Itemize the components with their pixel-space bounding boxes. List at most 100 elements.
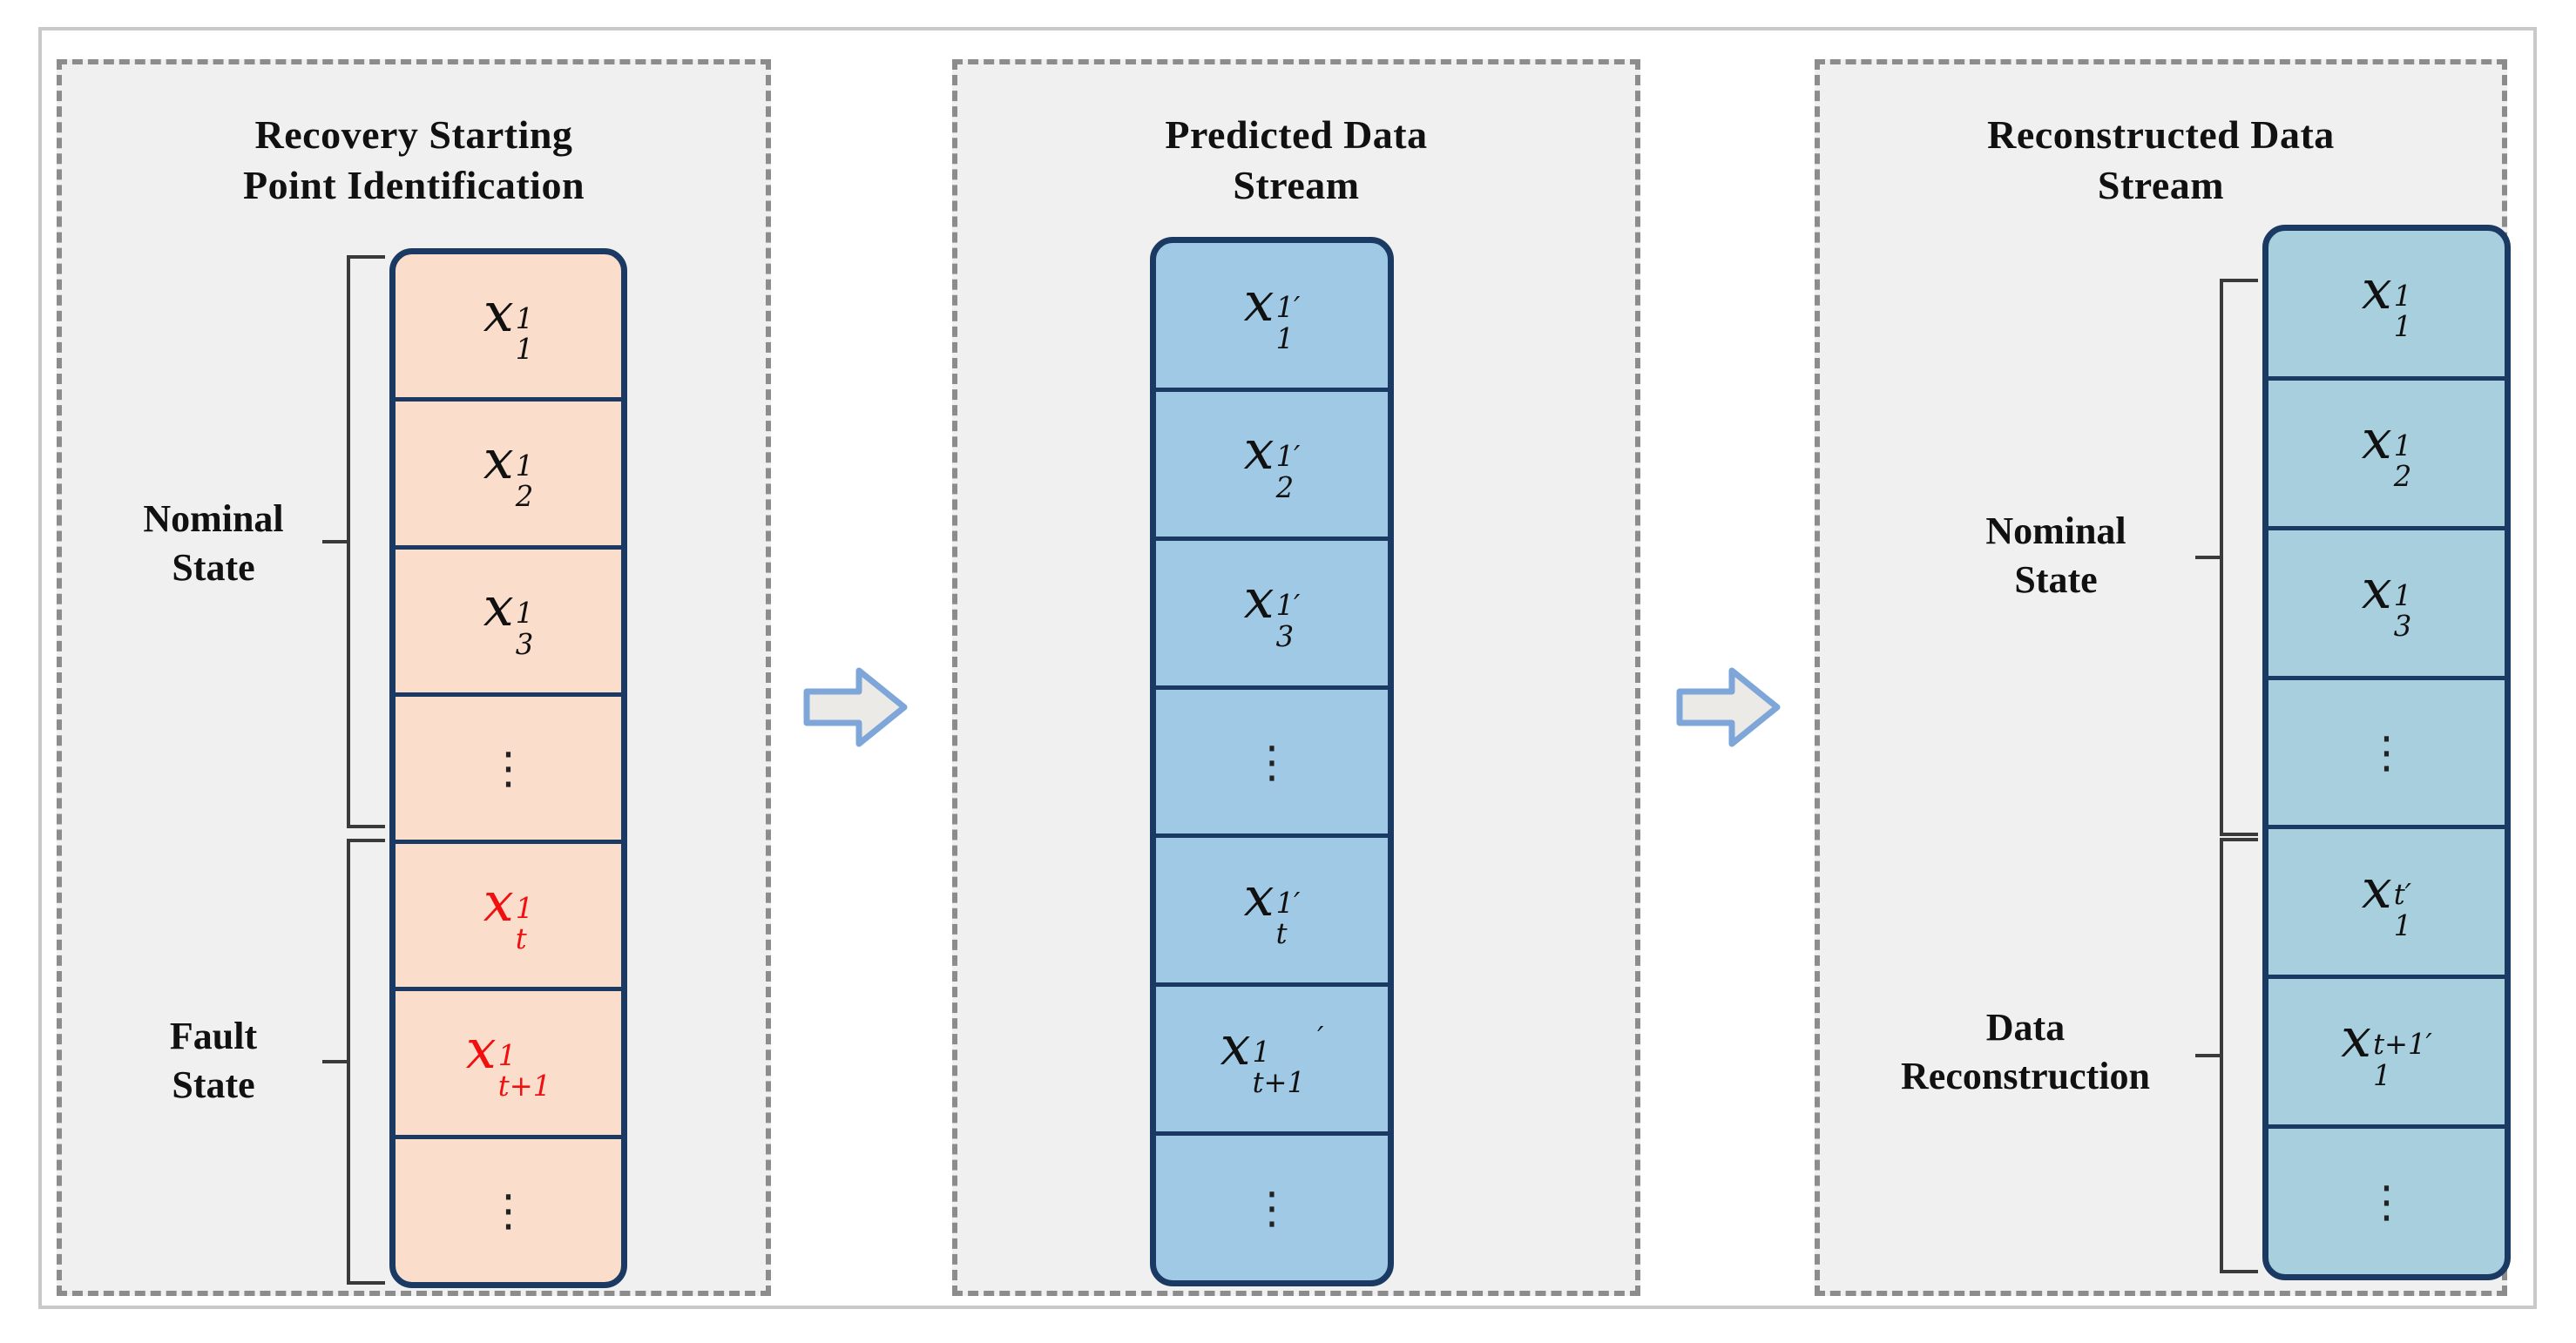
arrow-stage-2-to-3: [1674, 662, 1782, 752]
math-subscript: 1: [1275, 321, 1295, 355]
math-superscript: 1′: [1275, 440, 1301, 474]
math-subscript: t: [515, 922, 527, 956]
vertical-ellipsis-icon: ⋮: [1250, 736, 1294, 787]
bracket-data-reconstruction-panel-3: [2195, 838, 2260, 1273]
math-base: x: [1243, 418, 1274, 483]
math-base: x: [483, 575, 514, 639]
math-base: x: [1220, 1013, 1251, 1077]
math-superscript: 1′: [1275, 291, 1301, 325]
arrow-stage-1-to-2: [801, 662, 909, 752]
math-subscript: 2: [515, 480, 534, 514]
math-script-group: 1′3: [1276, 591, 1301, 651]
math-subscript: 1: [2393, 908, 2412, 942]
panel-3-title-line1: Reconstructed Data: [1987, 112, 2335, 157]
math-subscript: 3: [515, 627, 534, 661]
math-subscript: 1: [2373, 1058, 2391, 1092]
group-label-data-reconstruction-panel-3-line2: Reconstruction: [1901, 1055, 2150, 1097]
math-superscript: 1: [1252, 1035, 1271, 1069]
math-superscript: t+1′: [2373, 1028, 2432, 1062]
math-base: x: [1243, 269, 1274, 334]
group-label-data-reconstruction-panel-3-line1: Data: [1985, 1006, 2066, 1049]
math-subscript: 2: [2393, 460, 2412, 494]
bracket-nominal-state-panel-1: [322, 255, 387, 828]
math-subscript: 1: [2393, 310, 2412, 344]
math-subscript: 3: [2393, 610, 2412, 644]
math-script-group: 1′2: [1276, 442, 1301, 502]
math-superscript: 1′: [1275, 589, 1301, 623]
math-base: x: [2341, 1006, 2372, 1070]
group-label-fault-state-panel-1: Fault State: [105, 1012, 322, 1110]
panel-2-title: Predicted Data Stream: [957, 110, 1635, 211]
math-subscript: 1: [515, 333, 534, 367]
data-cell-predicted-7: ⋮: [1156, 1136, 1388, 1280]
math-superscript: 1: [515, 301, 534, 335]
math-base: x: [465, 1017, 497, 1082]
bracket-nominal-state-panel-3: [2195, 279, 2260, 836]
math-superscript: 1: [497, 1038, 517, 1072]
math-subscript: t+1: [497, 1070, 551, 1103]
math-superscript: 1: [2393, 578, 2412, 612]
math-base: x: [1243, 567, 1274, 631]
math-superscript: 1: [515, 891, 534, 925]
vertical-ellipsis-icon: ⋮: [486, 742, 531, 793]
group-label-nominal-state-panel-3: Nominal State: [1925, 507, 2187, 604]
group-label-nominal-state-panel-1: Nominal State: [105, 495, 322, 592]
data-cell-predicted-4: ⋮: [1156, 690, 1388, 839]
math-superscript: 1: [2393, 279, 2412, 313]
math-prime: ′: [1317, 1020, 1324, 1054]
data-cell-reconstructed-4: ⋮: [2268, 680, 2505, 830]
math-script-group: t′1: [2393, 880, 2412, 942]
panel-2-title-line2: Stream: [1233, 163, 1360, 207]
math-subscript: 2: [1275, 470, 1295, 504]
data-cell-recovery-7: ⋮: [396, 1139, 621, 1282]
math-base: x: [483, 280, 514, 344]
math-base: x: [2361, 407, 2392, 471]
data-cell-recovery-4: ⋮: [396, 697, 621, 845]
math-base: x: [2361, 258, 2392, 322]
group-label-fault-state-panel-1-line1: Fault: [169, 1015, 258, 1057]
math-subscript: 3: [1275, 619, 1295, 653]
math-base: x: [2361, 557, 2392, 621]
group-label-nominal-state-panel-1-line1: Nominal: [143, 497, 284, 540]
vertical-ellipsis-icon: ⋮: [2364, 1176, 2409, 1227]
panel-3-title-line2: Stream: [2097, 163, 2225, 207]
group-label-fault-state-panel-1-line2: State: [172, 1063, 255, 1106]
math-subscript: t+1: [1252, 1066, 1306, 1100]
data-cell-reconstructed-7: ⋮: [2268, 1129, 2505, 1274]
panel-3-title: Reconstructed Data Stream: [1820, 110, 2502, 211]
group-label-data-reconstruction-panel-3: Data Reconstruction: [1856, 1003, 2195, 1101]
math-script-group: 1′1: [1275, 291, 1301, 355]
vertical-ellipsis-icon: ⋮: [2364, 727, 2409, 778]
math-base: x: [483, 428, 514, 492]
